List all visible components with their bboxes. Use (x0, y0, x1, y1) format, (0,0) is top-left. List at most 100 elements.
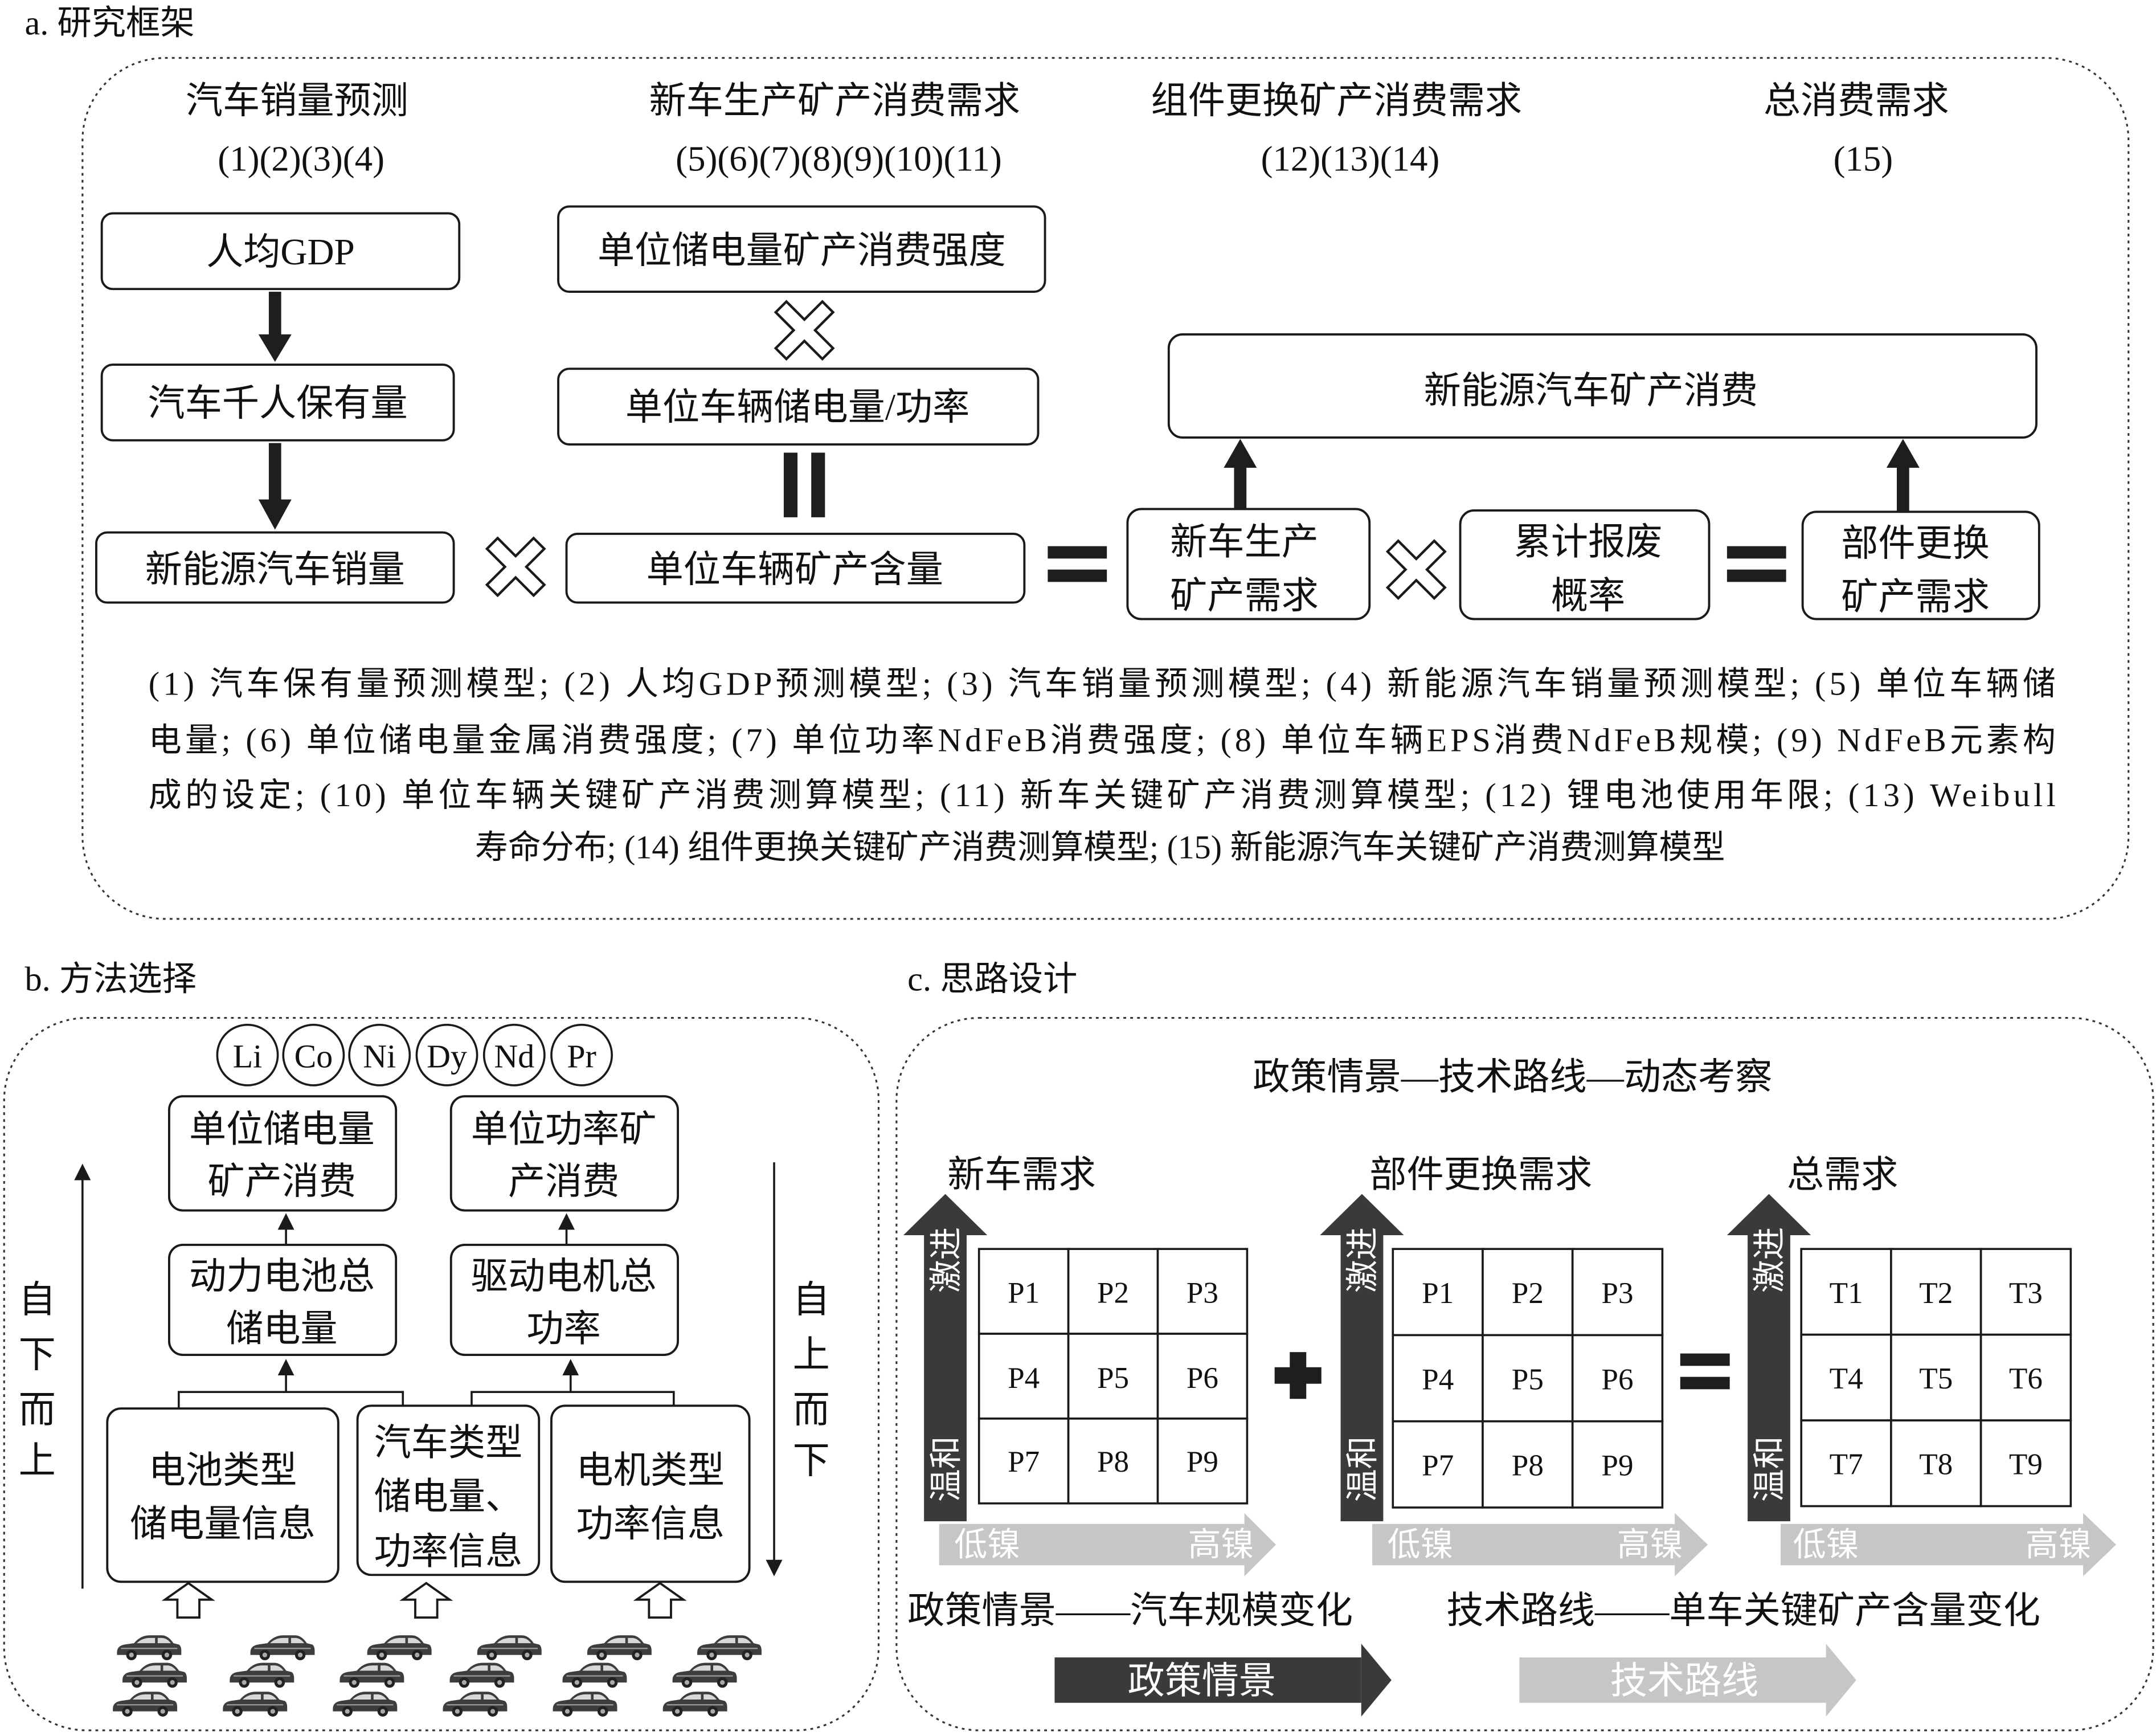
notes-line-3: 成的设定; (10) 单位车辆关键矿产消费测算模型; (11) 新车关键矿产消费… (149, 777, 2056, 814)
arrow-up-shaft (1234, 466, 1247, 509)
car-icon (562, 1662, 628, 1689)
vehicle-info-line1: 汽车类型 (374, 1423, 523, 1464)
matrix-cell-label: P9 (1187, 1445, 1218, 1478)
notes-line-1: (1) 汽车保有量预测模型; (2) 人均GDP预测模型; (3) 汽车销量预测… (149, 665, 2056, 702)
vehicle-info-line2: 储电量、 (374, 1476, 523, 1517)
hollow-arrow-up-icon (161, 1582, 215, 1619)
axis-low-nickel-label: 低镍 (1793, 1526, 1859, 1563)
car-icon (222, 1691, 288, 1718)
matrix-cell-label: T6 (2009, 1362, 2043, 1395)
tech-axis-arrow-head (1675, 1513, 1708, 1576)
vehicle-content-label: 单位车辆矿产含量 (647, 549, 943, 590)
policy-axis-arrow-shaft (1340, 1233, 1384, 1522)
matrix-cell-label: T1 (1830, 1277, 1863, 1310)
bottom-up-char-3: 而 (19, 1390, 56, 1431)
battery-info-box (106, 1407, 339, 1583)
matrix-cell (1067, 1418, 1159, 1505)
hollow-arrow-up-icon (399, 1582, 453, 1619)
element-li: Li (233, 1038, 262, 1075)
car-ownership-box (100, 363, 455, 442)
new-car-demand-line2: 矿产需求 (1170, 575, 1319, 616)
car-icon (121, 1662, 188, 1689)
panel-a-title: a. 研究框架 (24, 5, 194, 43)
policy-arrow-label: 政策情景 (1127, 1661, 1276, 1702)
panel-c-frame (895, 1017, 2154, 1731)
capacity-power-label: 单位车辆储电量/功率 (625, 387, 970, 428)
battery-capacity-box (167, 1243, 398, 1356)
hollow-arrow-up-icon (633, 1582, 687, 1619)
motor-power-box (449, 1243, 679, 1356)
multiply-icon (485, 536, 546, 598)
axis-high-nickel-label: 高镍 (1188, 1526, 1254, 1563)
nev-consumption-label: 新能源汽车矿产消费 (1424, 371, 1758, 412)
matrix-cell-label: T4 (1830, 1362, 1863, 1395)
tech-arrow-shaft (1519, 1657, 1826, 1703)
element-circle-dy (415, 1023, 478, 1086)
replacement-demand-line2: 矿产需求 (1841, 577, 1990, 618)
matrix-cell-label: T5 (1919, 1362, 1953, 1395)
axis-low-nickel-label: 低镍 (1388, 1526, 1454, 1563)
panel-b-frame (3, 1017, 880, 1731)
scrap-probability-box (1459, 509, 1711, 620)
panel-c-heading: 政策情景—技术路线—动态考察 (1253, 1057, 1772, 1098)
car-icon (442, 1691, 508, 1718)
power-mineral-line1: 单位功率矿 (471, 1109, 657, 1150)
element-circle-pr (550, 1023, 613, 1086)
matrix-1-label: 新车需求 (947, 1155, 1096, 1196)
matrix-cell-label: T8 (1919, 1448, 1953, 1481)
car-icon (449, 1662, 515, 1689)
matrix-cell (1482, 1334, 1574, 1423)
bottom-up-char-1: 自 (19, 1280, 56, 1321)
axis-radical-label: 激进 (1344, 1227, 1381, 1293)
refs-new-car-demand: (5)(6)(7)(8)(9)(10)(11) (676, 139, 1002, 179)
matrix-cell-label: P7 (1422, 1449, 1454, 1482)
matrix-cell (1571, 1420, 1664, 1509)
scrap-probability-line2: 概率 (1551, 575, 1625, 616)
motor-power-line2: 功率 (527, 1309, 601, 1350)
heading-replacement-demand: 组件更换矿产消费需求 (1151, 80, 1523, 121)
bracket-left (177, 1391, 404, 1409)
matrix-cell-label: T9 (2009, 1448, 2043, 1481)
arrow-down-shaft (268, 443, 281, 501)
power-mineral-box (449, 1095, 679, 1212)
motor-info-line1: 电机类型 (576, 1451, 725, 1492)
policy-axis-arrow-shaft (1748, 1233, 1790, 1522)
element-dy: Dy (427, 1038, 467, 1075)
car-icon (116, 1635, 182, 1661)
equals-icon (1680, 1376, 1730, 1390)
car-icon (552, 1691, 618, 1718)
equals-vertical-icon (783, 452, 798, 517)
battery-mineral-line2: 矿产消费 (208, 1162, 357, 1203)
matrix-cell-label: P4 (1008, 1362, 1040, 1395)
refs-replacement-demand: (12)(13)(14) (1261, 139, 1440, 179)
matrix-cell-label: P3 (1601, 1277, 1633, 1310)
new-car-demand-line1: 新车生产 (1170, 522, 1319, 563)
equals-icon (1048, 569, 1107, 582)
power-mineral-line2: 产消费 (508, 1162, 619, 1203)
matrix-cell-label: P2 (1097, 1276, 1129, 1309)
motor-info-box (550, 1404, 751, 1583)
car-icon (112, 1691, 178, 1718)
matrix-cell (1156, 1418, 1249, 1505)
element-nd: Nd (494, 1038, 534, 1075)
element-circle-co (282, 1023, 345, 1086)
matrix-cell (1482, 1420, 1574, 1509)
panel-a-frame (81, 57, 2130, 920)
intensity-label: 单位储电量矿产消费强度 (598, 230, 1006, 271)
axis-moderate-label: 温和 (927, 1436, 964, 1502)
axis-radical-label: 激进 (927, 1227, 964, 1293)
intensity-box (557, 205, 1046, 293)
matrix-cell-label: P6 (1187, 1362, 1218, 1395)
matrix-new-car: 激进 温和 低镍 高镍 P1 P2 P3 P4 P5 P6 P7 P8 P9 (903, 1194, 1277, 1576)
multiply-icon (774, 300, 835, 361)
arrow-up-head (1886, 439, 1920, 468)
plus-icon-vertical (1290, 1352, 1307, 1399)
axis-low-nickel-label: 低镍 (954, 1526, 1020, 1563)
tech-axis-arrow-shaft (939, 1523, 1245, 1566)
policy-caption: 政策情景——汽车规模变化 (907, 1591, 1353, 1632)
matrix-cell (1571, 1334, 1664, 1423)
bracket-right (471, 1391, 675, 1406)
vehicle-content-box (565, 532, 1026, 604)
motor-power-line1: 驱动电机总 (471, 1256, 657, 1297)
battery-mineral-line1: 单位储电量 (189, 1109, 375, 1150)
